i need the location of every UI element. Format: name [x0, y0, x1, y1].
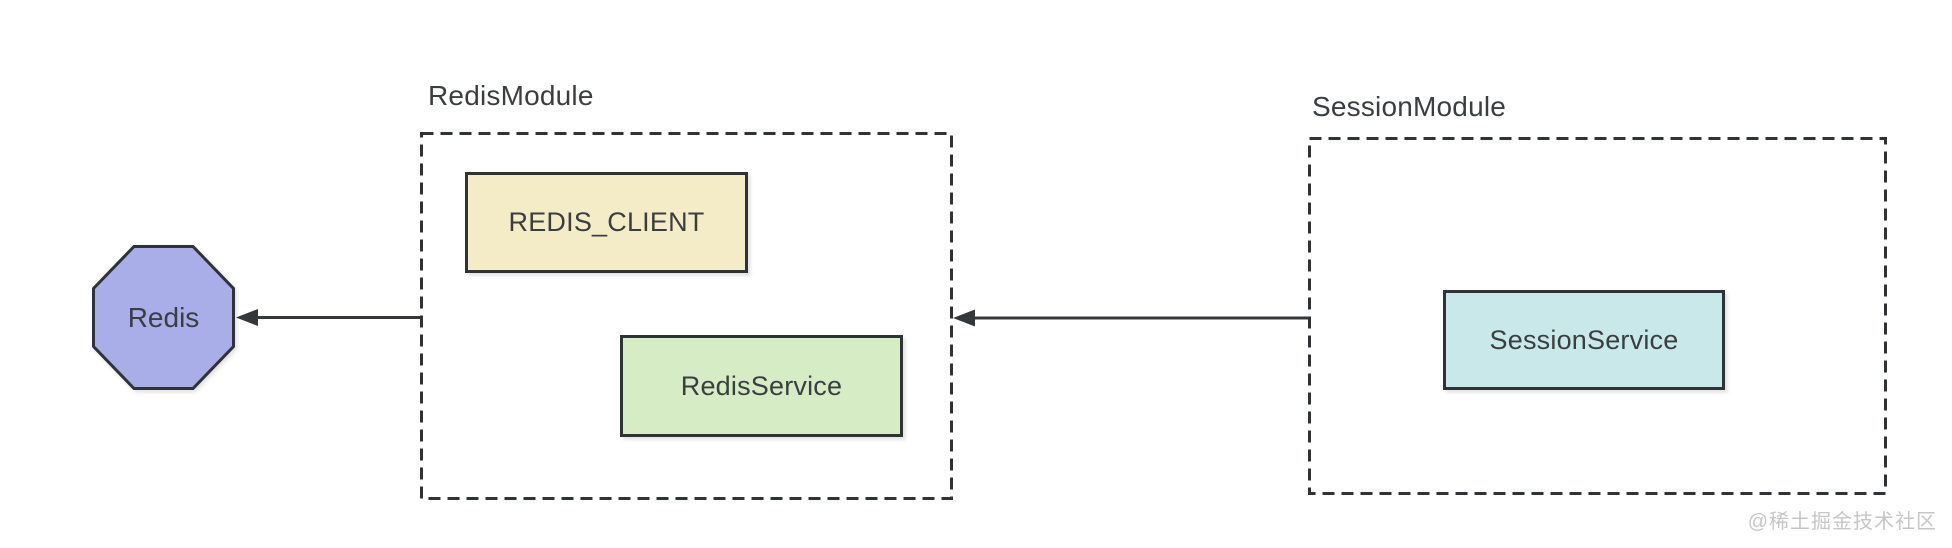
session-service-label: SessionService	[1489, 324, 1679, 355]
session-module-label: SessionModule	[1312, 91, 1507, 122]
arrow-redismodule-to-redis	[236, 309, 420, 326]
octagon-shape	[92, 245, 235, 390]
arrow-sessionmodule-to-redismodule	[953, 309, 1308, 327]
redis-client-label: REDIS_CLIENT	[508, 207, 705, 237]
redis-node-label: Redis	[127, 301, 200, 333]
arrowhead-left	[953, 309, 975, 327]
redis-service-label: RedisService	[680, 370, 843, 401]
redis-service-node: RedisService	[620, 335, 903, 437]
session-service-node: SessionService	[1443, 290, 1725, 390]
watermark: @稀土掘金技术社区	[1747, 511, 1937, 533]
redis-node: Redis	[92, 245, 235, 390]
redis-module-label: RedisModule	[428, 80, 594, 111]
redis-client-node: REDIS_CLIENT	[465, 172, 748, 273]
arrowhead-left	[236, 309, 258, 326]
